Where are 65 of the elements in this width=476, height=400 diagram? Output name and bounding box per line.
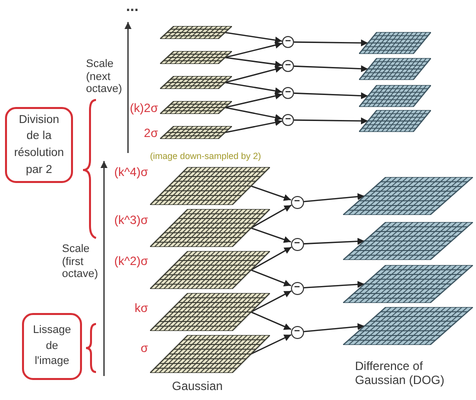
subtract-operator: − xyxy=(282,114,294,126)
note-box: Division de la résolution par 2 xyxy=(5,107,73,183)
gaussian-image-layer xyxy=(150,293,270,331)
arrow xyxy=(224,32,282,44)
arrow xyxy=(250,204,292,229)
subtract-operator: − xyxy=(290,196,304,208)
scale-label: 2σ xyxy=(144,127,158,141)
arrow xyxy=(224,82,282,94)
difference-image-layer xyxy=(343,177,473,215)
gaussian-image-layer xyxy=(160,76,232,89)
difference-image-layer xyxy=(359,58,431,80)
scale-label: σ xyxy=(140,342,148,356)
annotation-text: (image down-sampled by 2) xyxy=(150,151,262,162)
subtract-operator: − xyxy=(282,60,294,72)
arrow xyxy=(224,42,282,58)
scale-label: (k^4)σ xyxy=(114,166,148,180)
arrow xyxy=(303,280,365,288)
difference-image-layer xyxy=(343,222,473,260)
subtract-operator: − xyxy=(282,36,294,48)
gaussian-image-layer xyxy=(160,101,232,114)
arrow xyxy=(303,238,365,245)
subtract-operator: − xyxy=(290,282,304,294)
arrow xyxy=(294,92,368,100)
scale-label: kσ xyxy=(134,302,148,316)
arrow xyxy=(303,323,365,332)
scale-label: (k^3)σ xyxy=(114,214,148,228)
subtract-operator: − xyxy=(282,87,294,99)
arrow xyxy=(294,39,368,46)
arrow xyxy=(224,56,282,68)
scale-label: (k)2σ xyxy=(130,102,158,116)
difference-image-layer xyxy=(343,307,473,345)
arrow xyxy=(250,246,292,271)
difference-image-layer xyxy=(359,32,431,54)
arrow xyxy=(303,193,365,202)
gaussian-image-layer xyxy=(150,167,270,205)
arrow xyxy=(250,334,292,355)
arrow xyxy=(250,227,292,243)
column-label: Gaussian xyxy=(172,380,223,394)
arrow xyxy=(224,106,282,121)
arrow xyxy=(224,66,282,84)
gaussian-image-layer xyxy=(150,251,270,289)
axis-label: Scale (next octave) xyxy=(86,58,124,96)
difference-image-layer xyxy=(359,85,431,107)
continuation-dots: ... xyxy=(126,0,139,16)
arrow xyxy=(294,117,368,124)
arrow xyxy=(250,269,292,286)
difference-image-layer xyxy=(343,265,473,303)
arrow xyxy=(294,65,368,72)
column-label: Difference of Gaussian (DOG) xyxy=(355,360,446,388)
arrow xyxy=(250,185,292,201)
arrow xyxy=(250,290,292,313)
arrow xyxy=(224,92,282,108)
subtract-operator: − xyxy=(290,326,304,338)
arrow xyxy=(250,311,292,330)
axis-label: Scale (first octave) xyxy=(62,243,100,281)
arrow xyxy=(224,119,282,134)
gaussian-image-layer xyxy=(160,26,232,39)
gaussian-image-layer xyxy=(160,126,232,139)
difference-image-layer xyxy=(359,110,431,132)
scale-label: (k^2)σ xyxy=(114,255,148,269)
subtract-operator: − xyxy=(290,238,304,250)
gaussian-image-layer xyxy=(150,209,270,247)
gaussian-image-layer xyxy=(150,335,270,373)
gaussian-image-layer xyxy=(160,51,232,64)
note-box: Lissage de l'image xyxy=(22,313,82,380)
